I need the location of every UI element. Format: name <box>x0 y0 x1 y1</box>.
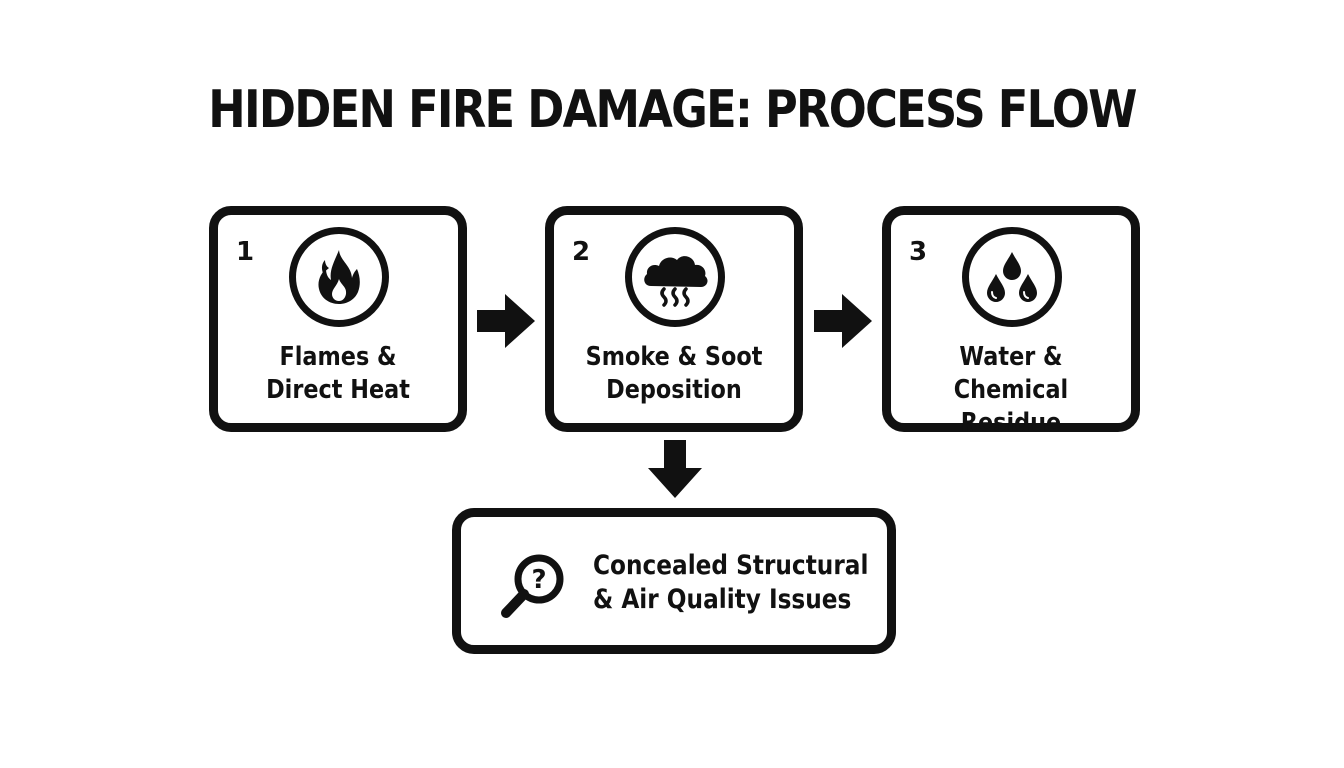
step-number-2: 2 <box>572 237 591 267</box>
step-box-2: 2 Smoke & Soot Deposition <box>545 206 803 432</box>
step-box-3: 3 Water & Chemical Residue <box>882 206 1140 438</box>
outcome-label: Concealed Structural & Air Quality Issue… <box>593 550 869 615</box>
magnifier-question-icon: ? <box>501 554 564 618</box>
arrow-right-icon <box>814 294 872 348</box>
diagram-title: HIDDEN FIRE DAMAGE: PROCESS FLOW <box>208 80 1137 140</box>
water-drops-icon <box>962 227 1062 327</box>
step-number-3: 3 <box>909 237 928 267</box>
svg-text:?: ? <box>531 565 546 595</box>
step-box-1: 1 Flames & Direct Heat <box>209 206 467 432</box>
step-label-3: Water & Chemical Residue <box>953 342 1069 438</box>
step-label-1: Flames & Direct Heat <box>266 342 410 405</box>
step-number-1: 1 <box>236 237 255 267</box>
step-label-2: Smoke & Soot Deposition <box>585 342 763 405</box>
arrow-right-icon <box>477 294 535 348</box>
arrow-down-icon <box>648 440 702 498</box>
flame-icon <box>289 227 389 327</box>
outcome-box: ? Concealed Structural & Air Quality Iss… <box>452 508 896 654</box>
smoke-cloud-icon <box>625 227 725 327</box>
